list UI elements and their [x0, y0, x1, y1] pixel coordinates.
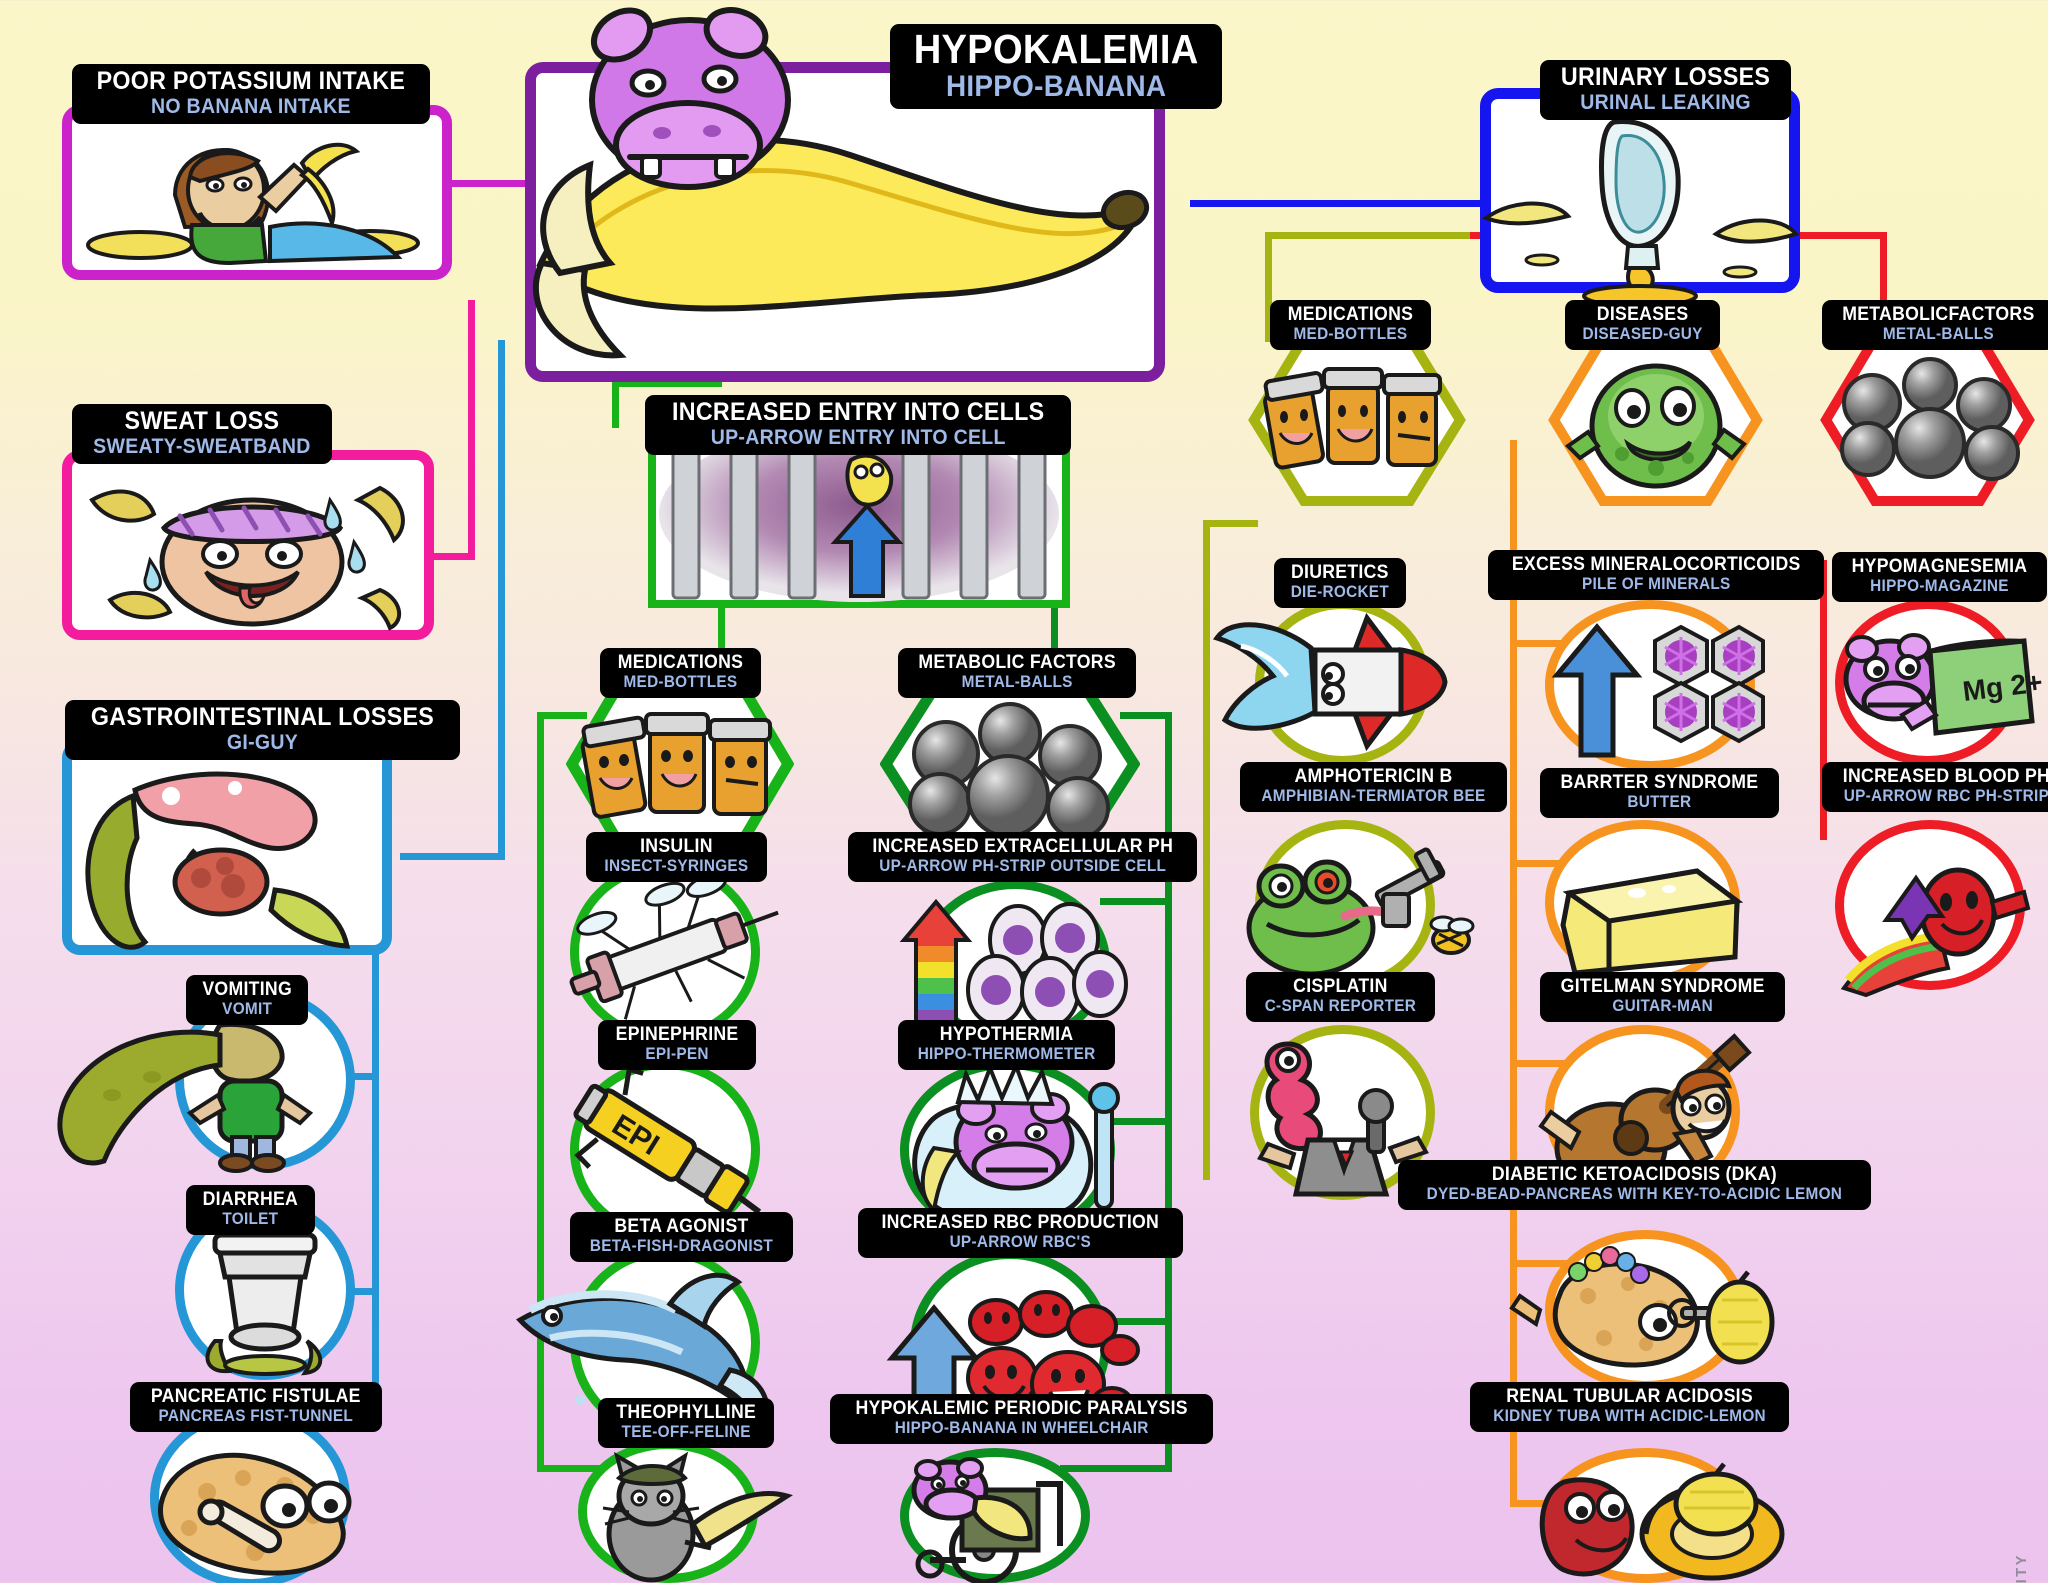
diarrhea-label: DIARRHEA TOILET	[186, 1185, 315, 1235]
metabolic-center-hex	[879, 670, 1141, 858]
insulin-circle	[570, 862, 760, 1042]
connector-meds-spine-top	[537, 712, 587, 719]
meds-right-hex	[1248, 332, 1466, 507]
connector-sweat-loss-h	[420, 553, 475, 560]
connector-gi-h	[400, 853, 505, 860]
amphotericin-label: AMPHOTERICIN B AMPHIBIAN-TERMIATOR BEE	[1240, 762, 1507, 812]
gi-losses-frame	[62, 740, 392, 955]
connector-entry-left	[718, 600, 725, 660]
connector-metabolic-right	[1880, 232, 1887, 352]
meds-right-label: MEDICATIONS MED-BOTTLES	[1270, 300, 1431, 350]
metabolic-right-label: METABOLICFACTORS METAL-BALLS	[1822, 300, 2048, 350]
pancreatic-fistulae-circle	[150, 1408, 350, 1583]
diseases-label: DISEASES DISEASED-GUY	[1565, 300, 1721, 350]
rta-circle	[1545, 1448, 1745, 1583]
connector-entry-right	[1051, 600, 1058, 660]
excess-mineralo-circle	[1545, 600, 1755, 770]
dka-circle	[1545, 1230, 1745, 1390]
metabolic-right-hex	[1820, 332, 2035, 507]
picmonic-logo: picm nic THE VISUAL LEARNING COMMUNITY	[1980, 1553, 2040, 1583]
connector-poor-intake	[450, 180, 530, 187]
diseases-hex	[1548, 332, 1763, 507]
connector-meds-right	[1265, 232, 1272, 342]
epinephrine-label: EPINEPHRINE EPI-PEN	[598, 1020, 757, 1070]
connector-increased-entry-h	[612, 380, 722, 387]
poor-intake-frame	[62, 105, 452, 280]
increased-entry-label: INCREASED ENTRY INTO CELLS UP-ARROW ENTR…	[645, 395, 1072, 455]
connector-meds-right-spine-h	[1203, 520, 1258, 527]
extracellular-ph-label: INCREASED EXTRACELLULAR PH UP-ARROW PH-S…	[848, 832, 1198, 882]
excess-mineralo-label: EXCESS MINERALOCORTICOIDS PILE OF MINERA…	[1488, 550, 1825, 600]
increased-rbc-label: INCREASED RBC PRODUCTION UP-ARROW RBC'S	[858, 1208, 1183, 1258]
hkpp-label: HYPOKALEMIC PERIODIC PARALYSIS HIPPO-BAN…	[830, 1394, 1214, 1444]
connector-sweat-loss	[468, 300, 475, 560]
cisplatin-label: CISPLATIN C-SPAN REPORTER	[1246, 972, 1435, 1022]
connector-gi	[498, 340, 505, 860]
metabolic-center-label: METABOLIC FACTORS METAL-BALLS	[898, 648, 1137, 698]
connector-metab-spine-top	[1120, 712, 1170, 719]
insulin-label: INSULIN INSECT-SYRINGES	[586, 832, 767, 882]
sweat-loss-label: SWEAT LOSS SWEATY-SWEATBAND	[72, 404, 332, 464]
connector-metab-rung-1	[1100, 898, 1170, 905]
rta-label: RENAL TUBULAR ACIDOSIS KIDNEY TUBA WITH …	[1470, 1382, 1790, 1432]
pancreatic-fistulae-label: PANCREATIC FISTULAE PANCREAS FIST-TUNNEL	[130, 1382, 382, 1432]
connector-meds-right-h	[1265, 232, 1515, 239]
dka-label: DIABETIC KETOACIDOSIS (DKA) DYED-BEAD-PA…	[1398, 1160, 1871, 1210]
connector-metab-rung-2	[1100, 1118, 1170, 1125]
barrter-label: BARRTER SYNDROME BUTTER	[1540, 768, 1779, 818]
hero-frame	[525, 62, 1165, 382]
meds-center-hex	[565, 670, 795, 858]
connector-diseases-spine	[1510, 440, 1517, 1500]
connector-urinary	[1190, 200, 1480, 207]
meds-center-label: MEDICATIONS MED-BOTTLES	[600, 648, 761, 698]
diuretics-circle	[1255, 600, 1430, 765]
connector-metab-rung-3	[1100, 1318, 1170, 1325]
amphotericin-circle	[1255, 820, 1435, 990]
sweat-loss-frame	[62, 450, 434, 640]
connector-meds-right-spine	[1203, 520, 1210, 1180]
connector-meds-spine	[537, 712, 544, 1472]
gi-losses-label: GASTROINTESTINAL LOSSES GI-GUY	[65, 700, 460, 760]
increased-blood-ph-label: INCREASED BLOOD PH UP-ARROW RBC PH-STRIP	[1822, 762, 2048, 812]
gitelman-label: GITELMAN SYNDROME GUITAR-MAN	[1540, 972, 1786, 1022]
picmonic-tagline: THE VISUAL LEARNING COMMUNITY	[2014, 1553, 2040, 1583]
connector-metab-bottom	[1060, 1465, 1172, 1472]
vomiting-label: VOMITING VOMIT	[186, 975, 309, 1025]
hypomagnesemia-label: HYPOMAGNESEMIA HIPPO-MAGAZINE	[1832, 552, 2047, 602]
urinary-losses-label: URINARY LOSSES URINAL LEAKING	[1540, 60, 1792, 120]
theophylline-label: THEOPHYLLINE TEE-OFF-FELINE	[598, 1398, 775, 1448]
hkpp-circle	[900, 1448, 1090, 1583]
increased-blood-ph-circle	[1835, 820, 2025, 990]
connector-metab-spine	[1165, 712, 1172, 1472]
barrter-circle	[1545, 820, 1740, 985]
page-title: HYPOKALEMIA HIPPO-BANANA	[890, 24, 1223, 109]
beta-agonist-label: BETA AGONIST BETA-FISH-DRAGONIST	[570, 1212, 793, 1262]
connector-increased-entry	[612, 380, 619, 428]
theophylline-circle	[578, 1440, 758, 1583]
hypomagnesemia-circle	[1835, 600, 2020, 765]
poor-intake-label: POOR POTASSIUM INTAKE NO BANANA INTAKE	[72, 64, 430, 124]
connector-gi-spine	[372, 940, 379, 1420]
diuretics-label: DIURETICS DIE-ROCKET	[1274, 558, 1406, 608]
connector-metabolic-right-spine	[1820, 560, 1827, 840]
hypothermia-label: HYPOTHERMIA HIPPO-THERMOMETER	[898, 1020, 1116, 1070]
